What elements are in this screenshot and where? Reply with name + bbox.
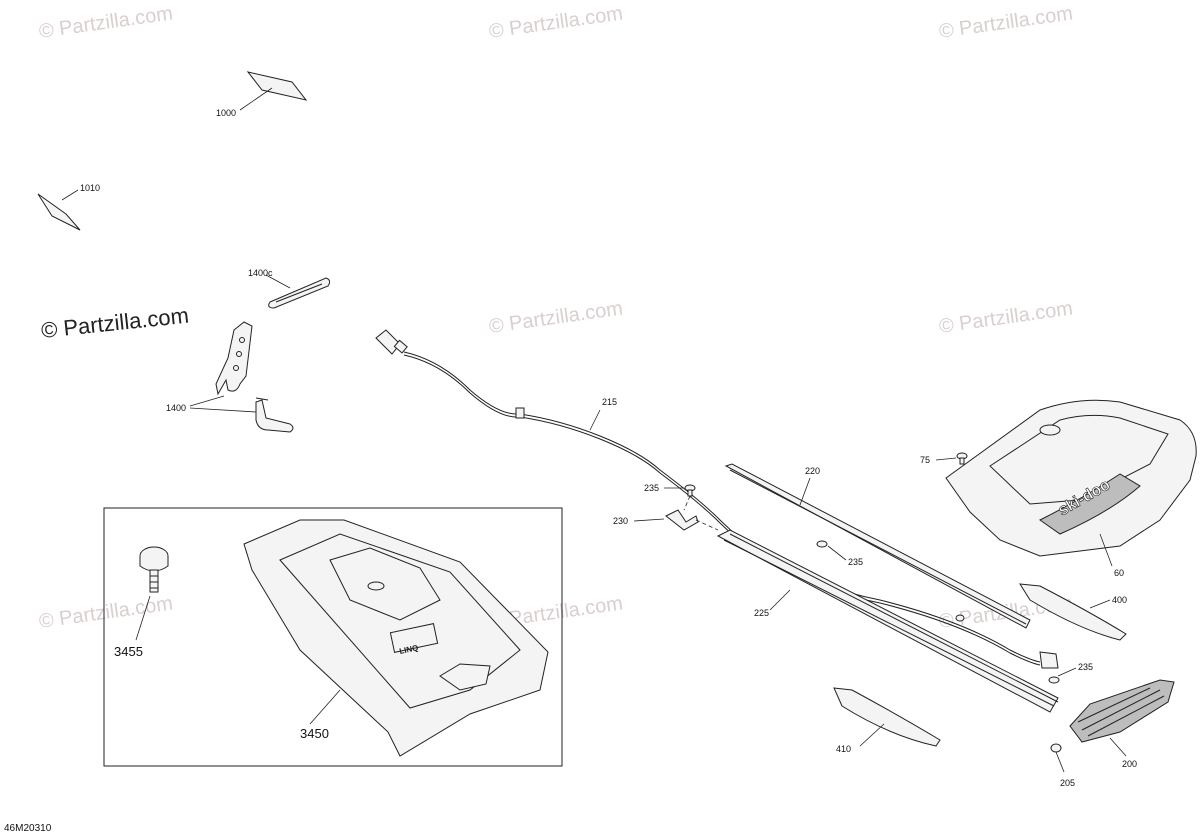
knob-3455[interactable] xyxy=(135,546,169,641)
callout-410: 410 xyxy=(836,744,851,754)
watermark-mid-right: © Partzilla.com xyxy=(938,297,1075,338)
reflector-400[interactable] xyxy=(1019,583,1127,641)
panel-logo-text: LINQ xyxy=(399,643,420,656)
watermark-top-left: © Partzilla.com xyxy=(38,2,175,43)
inset-frame xyxy=(103,507,563,767)
screw-icon[interactable] xyxy=(955,614,965,622)
callout-1010: 1010 xyxy=(80,183,100,193)
watermark-top-right: © Partzilla.com xyxy=(938,2,1075,43)
strap-1400c[interactable] xyxy=(265,274,331,309)
callout-220: 220 xyxy=(805,466,820,476)
callout-235-top: 235 xyxy=(644,483,659,493)
decal-1000[interactable] xyxy=(239,71,308,111)
bracket-1400[interactable] xyxy=(189,321,294,433)
watermark-top-center: © Partzilla.com xyxy=(488,2,625,43)
clip-230[interactable] xyxy=(633,509,719,531)
callout-200: 200 xyxy=(1122,759,1137,769)
strip-220[interactable] xyxy=(724,463,1031,629)
screw-235-top[interactable] xyxy=(664,484,696,511)
callout-60: 60 xyxy=(1114,568,1124,578)
callout-3455: 3455 xyxy=(114,644,143,659)
screw-205[interactable] xyxy=(1050,743,1065,773)
callout-235-mid: 235 xyxy=(848,557,863,567)
callout-1000: 1000 xyxy=(216,108,236,118)
callout-1400c: 1400c xyxy=(248,268,273,278)
screw-75[interactable] xyxy=(935,452,968,465)
diagram-code: 46M20310 xyxy=(4,823,52,834)
rail-225[interactable] xyxy=(716,529,1059,713)
decal-1010[interactable] xyxy=(37,189,81,231)
callout-230: 230 xyxy=(613,516,628,526)
watermark-main: © Partzilla.com xyxy=(40,303,190,343)
watermark-low-left: © Partzilla.com xyxy=(38,592,175,633)
callout-235-low: 235 xyxy=(1078,662,1093,672)
cover-60[interactable]: ski-doo xyxy=(945,399,1197,567)
watermark-mid-center: © Partzilla.com xyxy=(488,297,625,338)
callout-75: 75 xyxy=(920,455,930,465)
callout-1400: 1400 xyxy=(166,403,186,413)
taillight-200[interactable] xyxy=(1069,679,1175,757)
callout-225: 225 xyxy=(754,608,769,618)
cable-215[interactable] xyxy=(375,329,1059,669)
screw-235-low[interactable] xyxy=(1048,667,1077,684)
callout-215: 215 xyxy=(602,397,617,407)
screw-235-mid[interactable] xyxy=(816,540,847,561)
panel-3450[interactable]: LINQ xyxy=(243,519,549,757)
callout-205: 205 xyxy=(1060,778,1075,788)
callout-3450: 3450 xyxy=(300,726,329,741)
callout-400: 400 xyxy=(1112,595,1127,605)
reflector-410[interactable] xyxy=(833,687,941,747)
